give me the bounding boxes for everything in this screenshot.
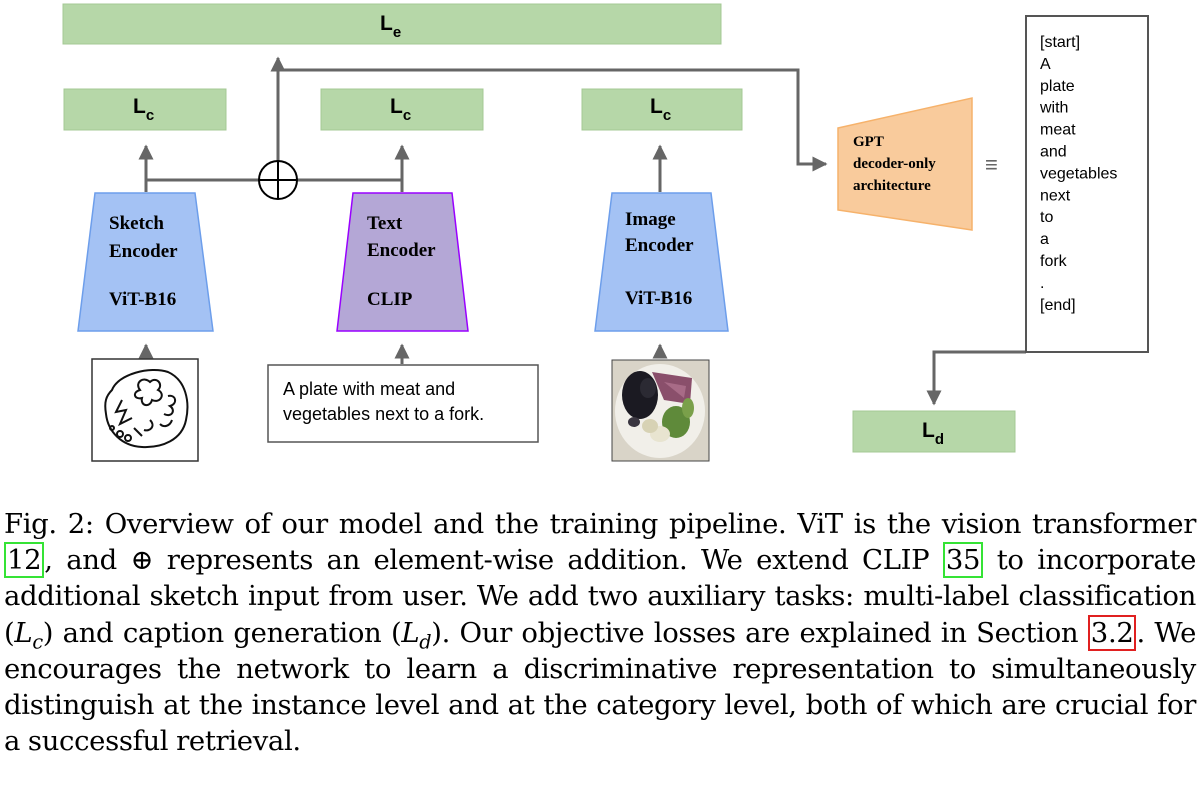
loss-c-box-image: Lc bbox=[581, 88, 743, 131]
caption-text-5: ) and caption generation ( bbox=[42, 616, 402, 649]
image-encoder-model: ViT-B16 bbox=[625, 288, 692, 309]
svg-text:Lc: Lc bbox=[390, 95, 411, 124]
equivalence-icon: ≡ bbox=[985, 152, 998, 177]
citation-link-35[interactable]: 35 bbox=[942, 542, 984, 579]
svg-text:Lc: Lc bbox=[133, 95, 154, 124]
loss-c-label: L bbox=[133, 95, 146, 118]
loss-d-subscript: d bbox=[935, 431, 944, 448]
caption-token: [start] bbox=[1040, 34, 1080, 51]
sketch-encoder-line1: Sketch bbox=[109, 213, 164, 234]
connector-lines bbox=[138, 56, 1026, 406]
element-wise-addition-icon bbox=[258, 160, 298, 200]
svg-text:A plate with meat and ve: A plate with meat and vegetables next to… bbox=[283, 379, 484, 424]
caption-token: and bbox=[1040, 144, 1067, 161]
oplus-symbol: ⊕ bbox=[130, 544, 154, 577]
svg-text:Text Encoder CLIP: Text Encoder CLIP bbox=[367, 213, 440, 310]
caption-text-2: , and bbox=[44, 544, 131, 577]
loss-c-subscript: c bbox=[146, 107, 154, 124]
ld-math: Ld bbox=[401, 616, 432, 654]
svg-text:Le: Le bbox=[380, 12, 401, 41]
loss-c-label: L bbox=[390, 95, 403, 118]
svg-text:Lc: Lc bbox=[650, 95, 671, 124]
citation-link-12[interactable]: 12 bbox=[4, 542, 45, 579]
sketch-input-image bbox=[91, 358, 199, 462]
caption-text-7: . We encourages the network to learn a d… bbox=[4, 616, 1196, 758]
gpt-decoder-line1: GPT bbox=[853, 134, 884, 150]
caption-token: with bbox=[1039, 100, 1068, 117]
sketch-encoder-line2: Encoder bbox=[109, 241, 178, 262]
caption-token: next bbox=[1040, 187, 1071, 204]
loss-d-label: L bbox=[922, 419, 935, 442]
caption-text-3: represents an element-wise addition. We … bbox=[153, 544, 943, 577]
caption-text-6: ). Our objective losses are explained in… bbox=[431, 616, 1088, 649]
caption-token: [end] bbox=[1040, 297, 1076, 314]
loss-c-box-text: Lc bbox=[320, 88, 484, 131]
loss-e-label: L bbox=[380, 12, 393, 35]
text-input-line2: vegetables next to a fork. bbox=[283, 404, 484, 424]
caption-token: vegetables bbox=[1040, 165, 1117, 182]
figure-caption: Fig. 2: Overview of our model and the tr… bbox=[4, 506, 1196, 759]
caption-token: to bbox=[1040, 209, 1053, 226]
caption-token: a bbox=[1040, 231, 1049, 248]
loss-c-box-sketch: Lc bbox=[63, 88, 227, 131]
image-encoder-line1: Image bbox=[625, 209, 676, 230]
caption-token: fork bbox=[1040, 253, 1068, 270]
text-encoder-model: CLIP bbox=[367, 289, 413, 310]
text-encoder: Text Encoder CLIP bbox=[336, 192, 469, 332]
loss-e-box: Le bbox=[62, 3, 722, 45]
section-link-3-2[interactable]: 3.2 bbox=[1087, 614, 1137, 651]
loss-d-box: Ld bbox=[852, 410, 1016, 453]
gpt-decoder: GPT decoder-only architecture bbox=[837, 97, 973, 231]
caption-token: meat bbox=[1040, 122, 1076, 139]
loss-c-subscript: c bbox=[403, 107, 411, 124]
caption-token: A bbox=[1040, 56, 1051, 73]
svg-text:GPT decoder-only a: GPT decoder-only architecture bbox=[853, 134, 940, 194]
image-encoder: Image Encoder ViT-B16 bbox=[594, 192, 729, 332]
model-diagram: Le Lc Lc Lc Sketch Encoder ViT-B16 Text … bbox=[62, 3, 1149, 462]
text-input-line1: A plate with meat and bbox=[283, 379, 455, 399]
text-encoder-line1: Text bbox=[367, 213, 403, 234]
loss-c-label: L bbox=[650, 95, 663, 118]
text-input-box: A plate with meat and vegetables next to… bbox=[267, 364, 539, 443]
image-encoder-line2: Encoder bbox=[625, 235, 694, 256]
caption-token: . bbox=[1040, 275, 1044, 292]
sketch-encoder: Sketch Encoder ViT-B16 bbox=[77, 192, 214, 332]
loss-c-subscript: c bbox=[663, 107, 671, 124]
caption-text-4: to incorporate additional sketch input f… bbox=[4, 544, 1196, 649]
caption-token: plate bbox=[1040, 78, 1075, 95]
svg-text:Image Encoder ViT-: Image Encoder ViT-B16 bbox=[625, 209, 698, 309]
svg-text:Sketch Encoder ViT: Sketch Encoder ViT-B16 bbox=[109, 213, 182, 310]
gpt-decoder-line2: decoder-only bbox=[853, 156, 936, 172]
lc-math: Lc bbox=[14, 616, 43, 654]
text-encoder-line2: Encoder bbox=[367, 240, 436, 261]
caption-text-1: Fig. 2: Overview of our model and the tr… bbox=[4, 508, 1196, 540]
svg-text:Ld: Ld bbox=[922, 419, 944, 448]
sketch-encoder-model: ViT-B16 bbox=[109, 289, 176, 310]
gpt-decoder-line3: architecture bbox=[853, 178, 931, 194]
loss-e-subscript: e bbox=[393, 24, 401, 41]
food-photo-image bbox=[611, 359, 710, 462]
